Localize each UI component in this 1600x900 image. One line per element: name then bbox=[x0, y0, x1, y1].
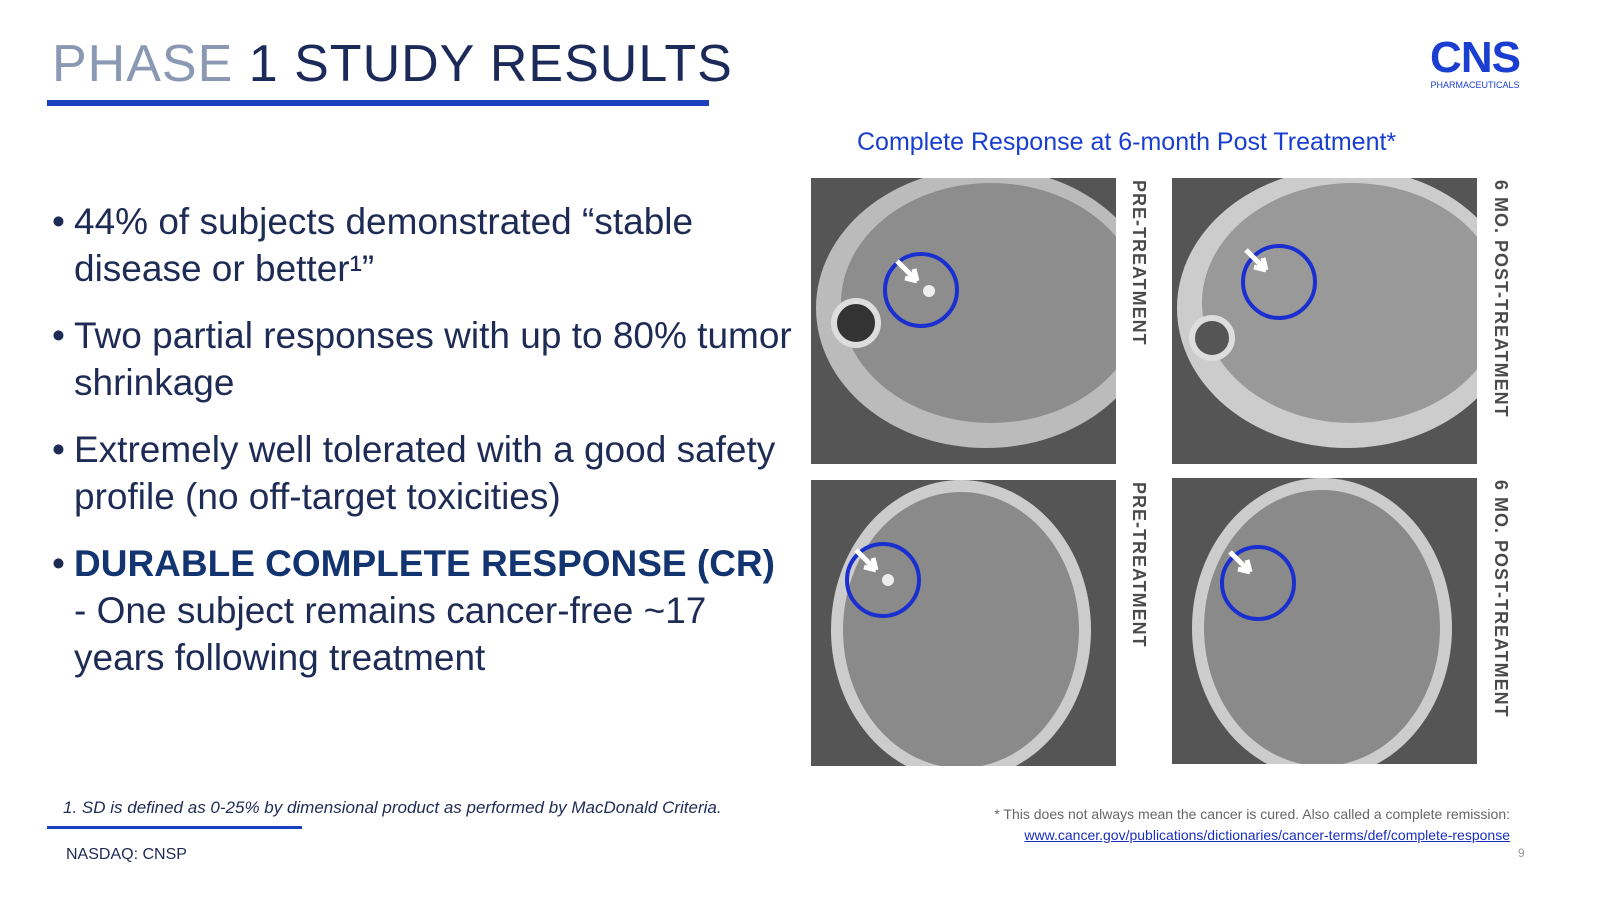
label-pre-treatment: PRE-TREATMENT bbox=[1129, 180, 1149, 346]
bullet-item: 44% of subjects demonstrated “stable dis… bbox=[52, 198, 792, 292]
mri-sagittal-pre bbox=[811, 178, 1116, 464]
results-list: 44% of subjects demonstrated “stable dis… bbox=[52, 198, 792, 701]
mri-sagittal-post bbox=[1172, 178, 1477, 464]
mri-axial-post bbox=[1172, 478, 1477, 764]
footnote-divider bbox=[47, 826, 302, 829]
page-title: PHASE 1 STUDY RESULTS bbox=[52, 35, 733, 93]
label-post-treatment: 6 MO. POST-TREATMENT bbox=[1491, 480, 1511, 718]
label-post-treatment: 6 MO. POST-TREATMENT bbox=[1491, 180, 1511, 418]
bullet-item: Two partial responses with up to 80% tum… bbox=[52, 312, 792, 406]
footnote: 1. SD is defined as 0-25% by dimensional… bbox=[63, 798, 722, 817]
label-pre-treatment: PRE-TREATMENT bbox=[1129, 482, 1149, 648]
figure-caption: Complete Response at 6-month Post Treatm… bbox=[857, 128, 1397, 156]
reference-link[interactable]: www.cancer.gov/publications/dictionaries… bbox=[1024, 827, 1510, 843]
bullet-item-cr: DURABLE COMPLETE RESPONSE (CR)- One subj… bbox=[52, 540, 792, 681]
bullet-item: Extremely well tolerated with a good saf… bbox=[52, 426, 792, 520]
page-number: 9 bbox=[1518, 846, 1525, 860]
mri-axial-pre bbox=[811, 480, 1116, 766]
ticker: NASDAQ: CNSP bbox=[66, 846, 187, 863]
cr-note: * This does not always mean the cancer i… bbox=[994, 806, 1510, 843]
title-underline bbox=[47, 100, 709, 106]
